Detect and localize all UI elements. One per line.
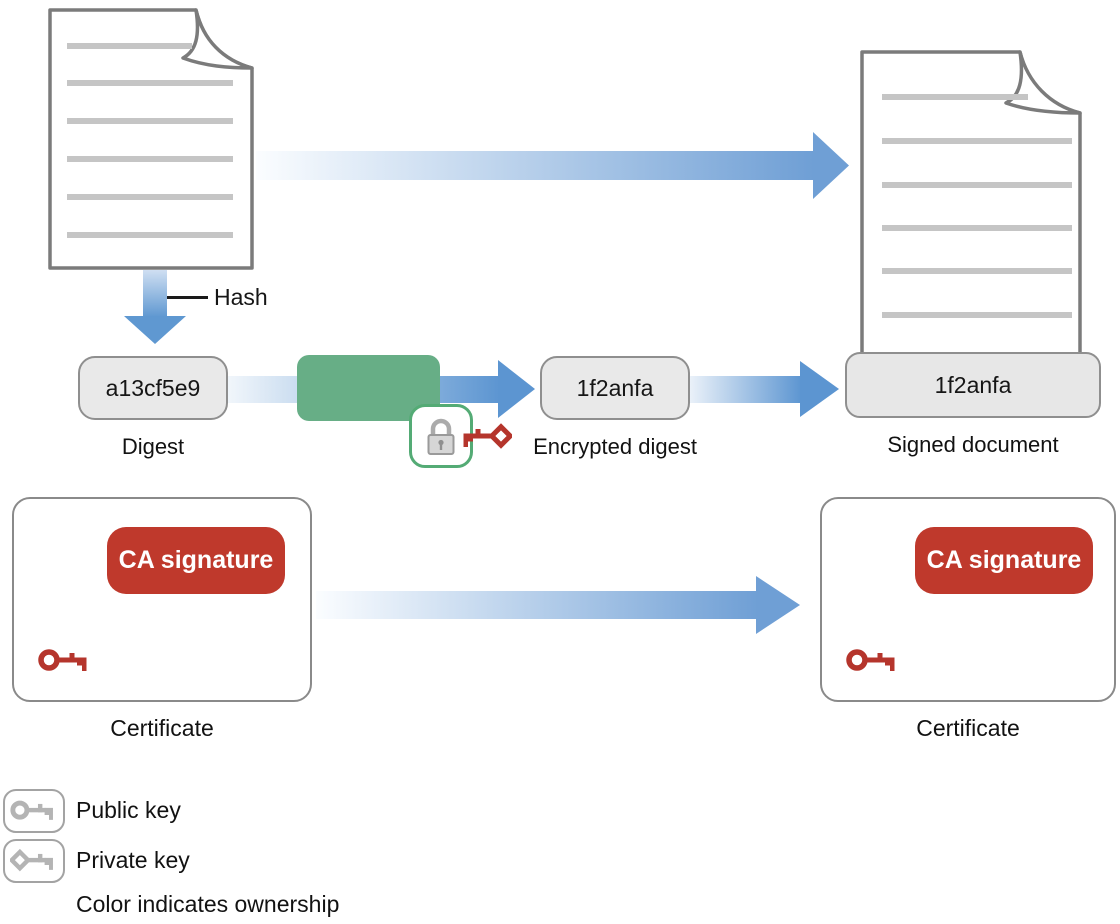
- public-key-icon: [10, 800, 53, 820]
- public-key-label: Public key: [76, 797, 181, 823]
- hash-callout-line: [159, 296, 208, 299]
- hash-arrow-down: [124, 270, 186, 344]
- certificate-right-caption: Certificate: [916, 715, 1020, 741]
- legend-note: Color indicates ownership: [76, 891, 340, 917]
- signed-digest-box: 1f2anfa: [845, 352, 1101, 418]
- encrypted-digest-value: 1f2anfa: [576, 374, 654, 401]
- encrypted-digest-box: 1f2anfa: [540, 356, 690, 420]
- certificate-right: CA signature: [820, 497, 1116, 702]
- encryption-lock-badge: [409, 404, 473, 468]
- certificate-left: CA signature: [12, 497, 312, 702]
- signed-document-icon: [860, 50, 1082, 354]
- document-icon: [48, 8, 254, 270]
- private-key-legend-chip: [3, 839, 65, 883]
- ca-signature-label: CA signature: [926, 546, 1082, 574]
- signed-document-caption: Signed document: [887, 432, 1059, 457]
- arrow-encrypted-to-signed: [690, 361, 839, 417]
- private-key-label: Private key: [76, 847, 190, 873]
- ca-signature-label: CA signature: [118, 546, 274, 574]
- encrypted-digest-caption: Encrypted digest: [533, 434, 697, 459]
- private-key-icon: [10, 848, 53, 872]
- digest-value: a13cf5e9: [105, 374, 201, 401]
- ca-signature-badge: CA signature: [107, 527, 285, 594]
- arrow-document-to-signed: [256, 132, 849, 199]
- public-key-legend-chip: [3, 789, 65, 833]
- padlock-icon: [427, 418, 455, 455]
- ca-signature-badge: CA signature: [915, 527, 1093, 594]
- private-key-icon: [463, 423, 512, 449]
- certificate-left-caption: Certificate: [110, 715, 214, 741]
- digest-box: a13cf5e9: [78, 356, 228, 420]
- arrow-certificate-to-certificate: [316, 576, 800, 634]
- hash-label: Hash: [214, 284, 268, 310]
- signed-digest-value: 1f2anfa: [934, 371, 1012, 398]
- public-key-icon: [846, 649, 895, 671]
- digest-caption: Digest: [121, 434, 185, 459]
- public-key-icon: [38, 649, 87, 671]
